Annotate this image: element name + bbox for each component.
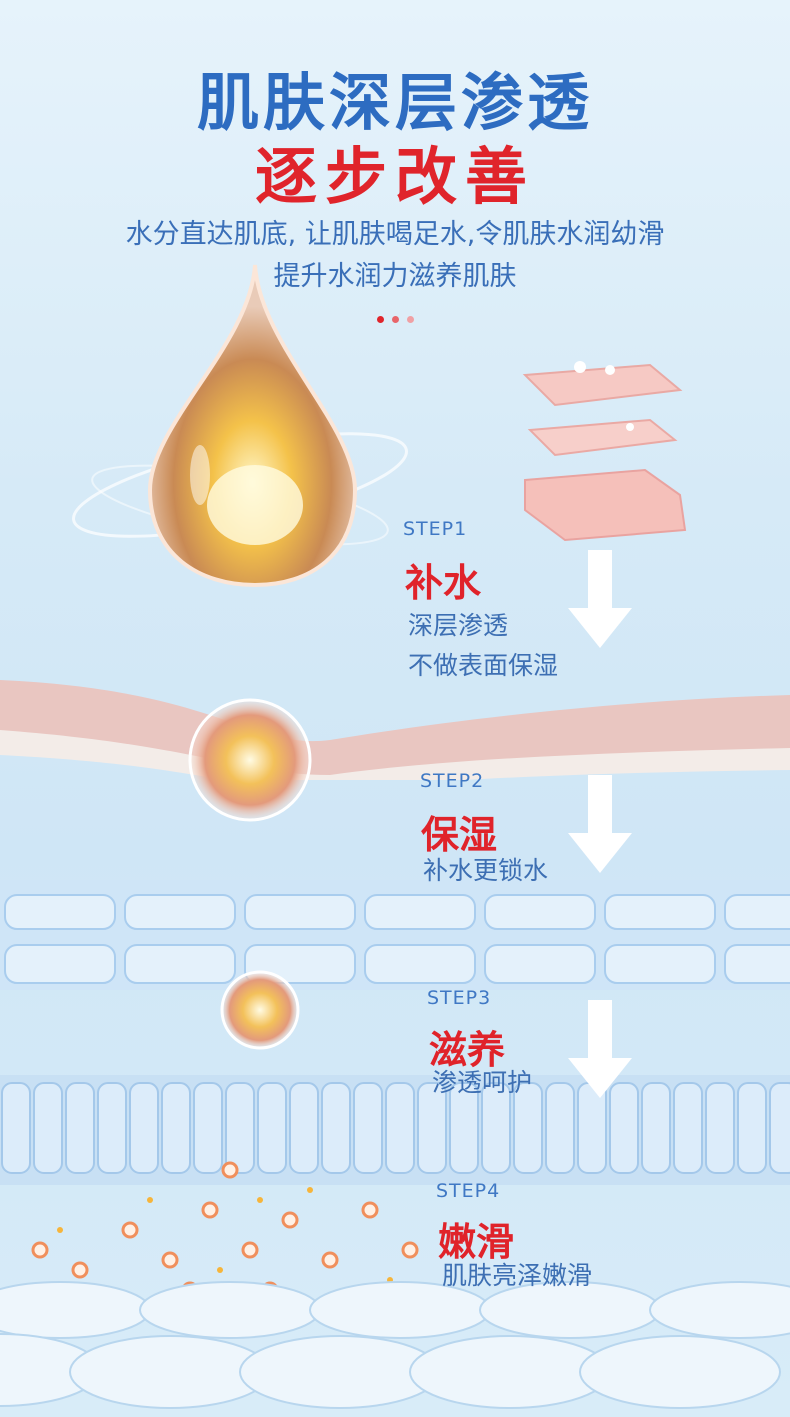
step-4-title: 嫩滑 (438, 1220, 515, 1264)
step-3-desc-1: 渗透呵护 (432, 1068, 533, 1097)
step-1-label: STEP1 (403, 518, 468, 540)
nutrient-orb-small-icon (220, 970, 300, 1050)
serum-drop-icon (72, 264, 408, 588)
dot-2 (391, 316, 399, 323)
decorative-dots (0, 308, 790, 327)
step-2-title: 保湿 (421, 813, 498, 857)
nutrient-orb-icon (188, 698, 312, 822)
step-4-desc-1: 肌肤亮泽嫩滑 (442, 1261, 593, 1290)
subtitle-line-1: 水分直达肌底, 让肌肤喝足水,令肌肤水润幼滑 (125, 219, 665, 250)
subcutaneous-layer (0, 1281, 790, 1409)
step-1-desc-1: 深层渗透 (408, 611, 509, 640)
subtitle-line-2: 提升水润力滋养肌肤 (273, 261, 517, 292)
step-1-title: 补水 (405, 561, 482, 605)
arrow-down-icon (568, 550, 632, 648)
headline-main: 肌肤深层渗透 (196, 66, 593, 139)
step-3-title: 滋养 (429, 1028, 506, 1072)
step-1-desc-2: 不做表面保湿 (408, 651, 559, 680)
arrow-down-icon (568, 1000, 632, 1098)
basal-cell-layer (0, 1075, 790, 1185)
step-3-label: STEP3 (427, 987, 492, 1009)
step-2-label: STEP2 (420, 770, 485, 792)
dermis-cell-layer (0, 880, 790, 990)
step-4-label: STEP4 (436, 1180, 501, 1202)
epidermis-layer (0, 680, 790, 780)
step-2-desc-1: 补水更锁水 (423, 856, 549, 885)
dot-1 (376, 316, 384, 323)
skin-layers-icon (522, 361, 687, 542)
dot-3 (406, 316, 414, 323)
arrow-down-icon (568, 775, 632, 873)
headline-accent: 逐步改善 (254, 140, 535, 213)
